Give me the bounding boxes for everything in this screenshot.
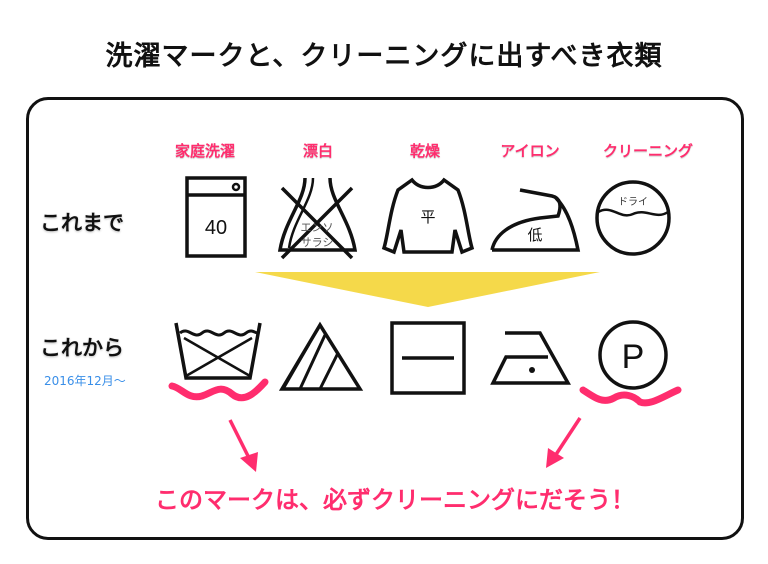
flat-dry-icon — [390, 321, 466, 395]
iron-low-temp-icon — [490, 331, 571, 385]
category-dry: 乾燥 — [409, 142, 440, 160]
content-frame — [26, 97, 744, 540]
highlight-squiggle-cleaning — [579, 386, 682, 407]
professional-text: P — [622, 338, 645, 376]
new-since-label: 2016年12月〜 — [44, 374, 126, 388]
bleach-text-2: サラシ — [301, 236, 334, 249]
bleach-text-1: エンソ — [301, 221, 334, 234]
category-bleach: 漂白 — [302, 142, 333, 160]
category-home-wash: 家庭洗濯 — [174, 142, 235, 160]
transition-arrow — [255, 272, 600, 307]
wash-temp-text: 40 — [205, 217, 227, 239]
pointer-arrow-left — [228, 419, 258, 472]
flat-dry-shirt-icon: 平 — [381, 177, 475, 255]
old-row-label: これまで — [40, 211, 124, 235]
dry-text: 平 — [420, 208, 435, 226]
dry-clean-icon: ドライ — [595, 180, 671, 256]
professional-clean-icon: P — [598, 320, 668, 390]
new-row-label: これから — [40, 336, 124, 360]
iron-low-icon: 低 — [490, 188, 581, 252]
no-home-wash-icon — [174, 322, 262, 380]
dry-clean-text: ドライ — [618, 196, 648, 208]
pointer-arrow-right — [546, 417, 582, 468]
category-iron: アイロン — [500, 142, 560, 160]
page-title: 洗濯マークと、クリーニングに出すべき衣類 — [105, 41, 663, 72]
no-bleach-flask-icon: エンソ サラシ — [277, 177, 358, 260]
washing-machine-icon: 40 — [185, 176, 247, 258]
highlight-squiggle-wash — [168, 378, 269, 402]
category-cleaning: クリーニング — [602, 142, 693, 160]
iron-text: 低 — [527, 226, 542, 244]
cleaning-message: このマークは、必ずクリーニングにだそう！ — [155, 486, 635, 514]
no-bleach-triangle-icon — [278, 321, 364, 391]
